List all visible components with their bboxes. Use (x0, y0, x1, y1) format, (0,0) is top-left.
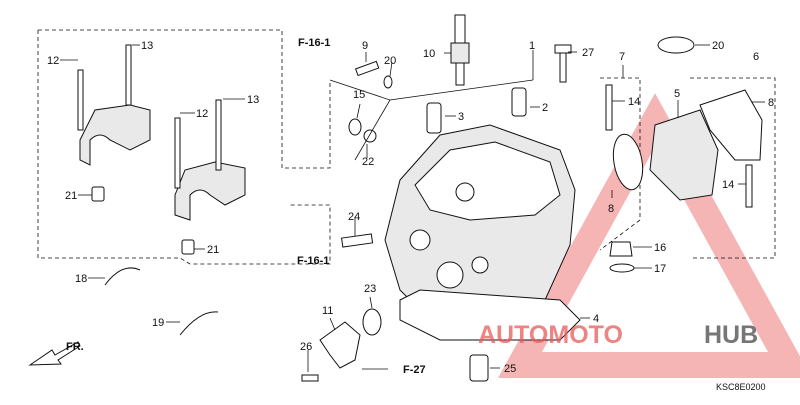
callout-14a: 14 (628, 96, 640, 108)
ref-f27: F-27 (403, 364, 426, 376)
callout-9: 9 (362, 40, 368, 52)
stud-and-bolt-top (348, 44, 572, 143)
callout-24: 24 (348, 211, 360, 223)
callout-22: 22 (362, 156, 374, 168)
callout-26: 26 (300, 341, 312, 353)
callout-14b: 14 (722, 179, 734, 191)
callout-13a: 13 (141, 40, 153, 52)
callout-18a: 18 (75, 273, 87, 285)
callout-27: 27 (582, 47, 594, 59)
camshaft-holder-lower (91, 99, 246, 255)
cap-nut-and-washer (609, 241, 635, 273)
callout-25: 25 (504, 363, 516, 375)
callout-8b: 8 (768, 97, 774, 109)
callout-21a: 21 (65, 190, 77, 202)
reference-labels: F-16-1 F-16-1 F-27 (297, 37, 426, 376)
camshaft-holder-upper (77, 44, 151, 166)
diagram-code: KSC8E0200 (716, 382, 766, 392)
callout-16: 16 (654, 242, 666, 254)
callout-13b: 13 (247, 94, 259, 106)
callout-labels: 12 13 12 13 21 21 18 19 9 20 10 1 27 2 3… (47, 40, 774, 375)
watermark-triangle (497, 93, 800, 378)
callout-12b: 12 (196, 108, 208, 120)
watermark: AUTOMOTO HUB (478, 321, 758, 349)
callout-8a: 8 (608, 203, 614, 215)
leader-lines (60, 44, 765, 372)
callout-20: 20 (712, 40, 724, 52)
spark-plug (450, 14, 470, 86)
callout-18b: 19 (152, 317, 164, 329)
callout-17: 17 (654, 263, 666, 275)
group-boundaries (37, 29, 776, 265)
callout-19: 20 (384, 55, 396, 67)
callout-1: 1 (529, 40, 535, 52)
watermark-brand-dark: HUB (704, 321, 758, 349)
callout-6: 6 (753, 51, 759, 63)
lower-misc-parts (104, 233, 489, 382)
callout-7: 7 (619, 51, 625, 63)
callout-3: 3 (458, 111, 464, 123)
ref-f16-1-mid: F-16-1 (297, 255, 329, 267)
watermark-brand-red: AUTOMOTO (478, 321, 623, 349)
cylinder-head (384, 124, 581, 341)
callout-4: 4 (593, 313, 599, 325)
callout-15: 15 (353, 89, 365, 101)
callout-5: 5 (674, 88, 680, 100)
callout-23: 23 (364, 283, 376, 295)
callout-12a: 12 (47, 55, 59, 67)
insulator (605, 36, 763, 208)
callout-10: 11 (322, 305, 333, 317)
callout-11: 10 (423, 48, 435, 60)
front-arrow: FR. (28, 341, 84, 366)
front-label: FR. (66, 341, 84, 353)
valve-guides (426, 87, 527, 134)
callout-2: 2 (542, 102, 548, 114)
callout-21b: 21 (207, 244, 219, 256)
ref-f16-1-top: F-16-1 (298, 37, 330, 49)
